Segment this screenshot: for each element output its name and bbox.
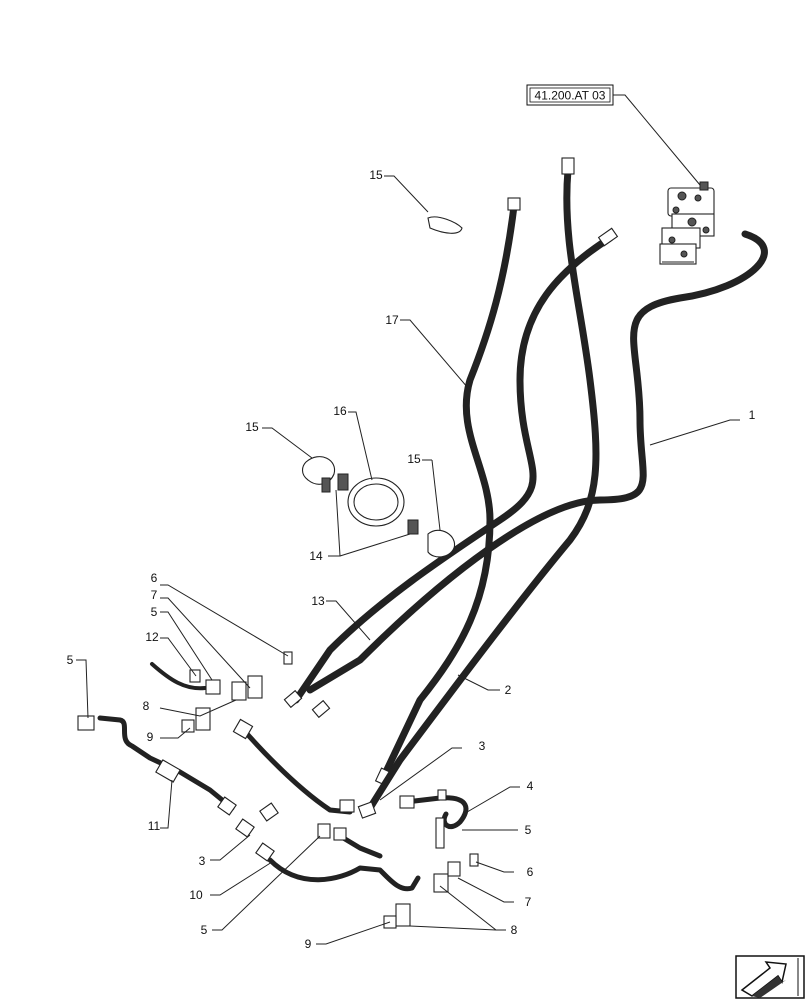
callout-4: 4 xyxy=(527,779,534,793)
callout-1: 1 xyxy=(749,408,756,422)
callout-5: 5 xyxy=(525,823,532,837)
callout-labels: 1 2 3 3 4 5 5 5 5 6 6 7 7 8 8 9 9 10 11 … xyxy=(67,168,756,951)
hose-13 xyxy=(283,227,619,719)
callout-13: 13 xyxy=(311,594,325,608)
callout-10: 10 xyxy=(189,888,203,902)
callout-6: 6 xyxy=(151,571,158,585)
callout-3: 3 xyxy=(479,739,486,753)
callout-11: 11 xyxy=(148,819,161,833)
callout-5: 5 xyxy=(201,923,208,937)
callout-8: 8 xyxy=(143,699,150,713)
callout-8: 8 xyxy=(511,923,518,937)
callout-12: 12 xyxy=(145,630,159,644)
reference-box[interactable]: 41.200.AT 03 xyxy=(526,84,701,186)
callout-6: 6 xyxy=(527,865,534,879)
callout-9: 9 xyxy=(305,937,312,951)
callout-9: 9 xyxy=(147,730,154,744)
callout-7: 7 xyxy=(525,895,532,909)
arrow-icon[interactable] xyxy=(735,955,805,999)
callout-15: 15 xyxy=(407,452,421,466)
callout-15: 15 xyxy=(245,420,259,434)
callout-17: 17 xyxy=(385,313,399,327)
hose-17 xyxy=(374,197,521,787)
clamps-and-brackets xyxy=(181,216,479,929)
fittings xyxy=(189,651,377,862)
callout-2: 2 xyxy=(505,683,512,697)
reference-box-label: 41.200.AT 03 xyxy=(535,89,606,103)
callout-15: 15 xyxy=(369,168,383,182)
callout-16: 16 xyxy=(333,404,347,418)
callout-5: 5 xyxy=(67,653,74,667)
callout-7: 7 xyxy=(151,588,158,602)
lower-tubes xyxy=(77,662,469,892)
callout-5: 5 xyxy=(151,605,158,619)
leader-lines xyxy=(76,175,740,945)
callout-14: 14 xyxy=(309,549,323,563)
hose-2 xyxy=(366,157,600,812)
callout-3: 3 xyxy=(199,854,206,868)
steering-valve xyxy=(659,181,715,265)
